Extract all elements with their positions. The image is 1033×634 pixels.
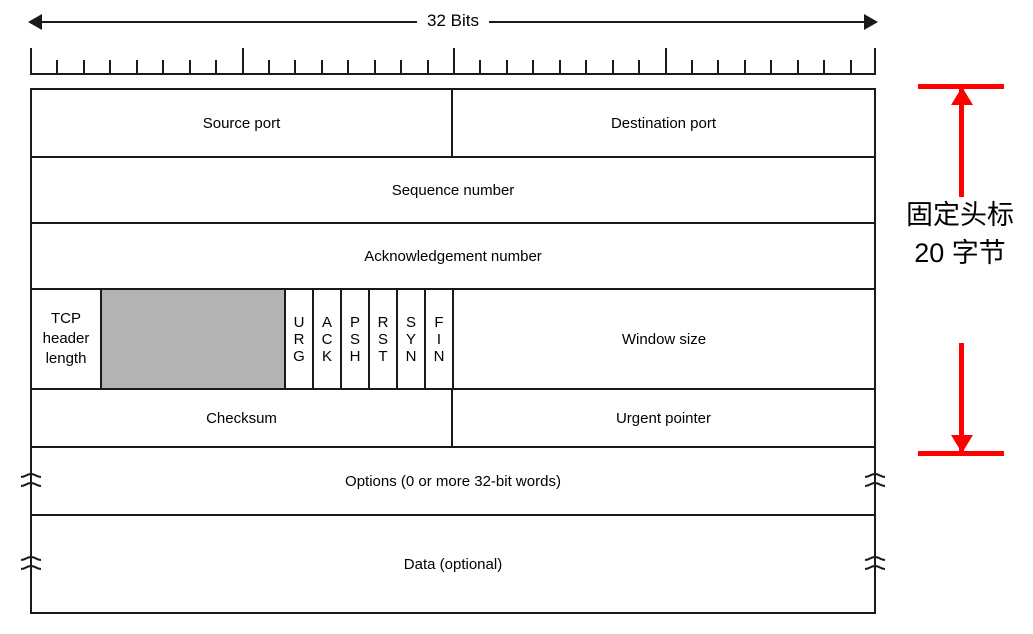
table-row-flags: TCP header length U R G A C K P S H R <box>32 290 874 390</box>
flag-rst-letter-3: T <box>378 347 388 365</box>
field-acknowledgement-number: Acknowledgement number <box>364 247 542 265</box>
bit-tick-9 <box>267 60 270 75</box>
bit-tick-29 <box>796 60 799 75</box>
flag-fin-letter-3: N <box>433 347 445 365</box>
bit-tick-6 <box>188 60 191 75</box>
bit-tick-32 <box>874 48 876 75</box>
annotation-lower-shaft <box>959 343 964 451</box>
bit-tick-30 <box>823 60 826 75</box>
flag-psh-letter-3: H <box>349 347 361 365</box>
bit-tick-25 <box>690 60 693 75</box>
bit-tick-11 <box>320 60 323 75</box>
flag-ack-letter-3: K <box>321 347 332 365</box>
bit-width-label: 32 Bits <box>417 11 489 31</box>
bit-tick-7 <box>215 60 218 75</box>
arrow-right-icon <box>864 14 878 30</box>
flag-urg-letter-2: R <box>293 330 305 348</box>
field-options: Options (0 or more 32-bit words) <box>345 472 561 490</box>
bit-tick-21 <box>585 60 588 75</box>
flag-syn-letter-2: Y <box>405 330 416 348</box>
bit-ruler <box>30 47 876 75</box>
field-destination-port: Destination port <box>610 114 717 132</box>
table-row-ports: Source port Destination port <box>32 90 874 158</box>
flag-ack-letter-1: A <box>321 313 332 331</box>
field-data: Data (optional) <box>403 555 503 573</box>
bit-tick-24 <box>664 48 667 75</box>
flag-syn: S Y N <box>398 290 426 388</box>
flag-rst-letter-2: S <box>377 330 388 348</box>
bit-tick-28 <box>770 60 773 75</box>
bit-width-indicator: 32 Bits <box>28 8 878 34</box>
bit-tick-12 <box>347 60 350 75</box>
bit-tick-13 <box>373 60 376 75</box>
annotation-top-bar <box>918 84 1004 89</box>
bit-tick-18 <box>505 60 508 75</box>
table-row-acknowledgement: Acknowledgement number <box>32 224 874 290</box>
arrow-left-icon <box>28 14 42 30</box>
flag-fin: F I N <box>426 290 454 388</box>
bit-tick-17 <box>479 60 482 75</box>
flag-fin-letter-2: I <box>436 330 442 348</box>
bit-tick-2 <box>82 60 85 75</box>
field-sequence-number: Sequence number <box>391 181 515 199</box>
bit-tick-15 <box>426 60 429 75</box>
flag-ack-letter-2: C <box>321 330 333 348</box>
annotation-upper-shaft <box>959 89 964 197</box>
bit-tick-4 <box>135 60 138 75</box>
bit-tick-31 <box>849 60 852 75</box>
bit-tick-5 <box>162 60 165 75</box>
flag-psh-letter-1: P <box>349 313 360 331</box>
fixed-header-annotation: 固定头标 20 字节 <box>900 84 1020 456</box>
flag-psh-letter-2: S <box>349 330 360 348</box>
annotation-label-line-1: 固定头标 <box>906 200 1014 230</box>
bit-tick-26 <box>717 60 720 75</box>
bit-tick-23 <box>638 60 641 75</box>
table-row-options: Options (0 or more 32-bit words) <box>20 448 886 516</box>
arrow-down-icon <box>951 435 973 453</box>
header-field-table: Source port Destination port Sequence nu… <box>20 88 886 614</box>
bit-tick-3 <box>109 60 112 75</box>
field-source-port: Source port <box>32 90 453 156</box>
flag-fin-letter-1: F <box>434 313 444 331</box>
flag-syn-letter-3: N <box>405 347 417 365</box>
bit-tick-22 <box>611 60 614 75</box>
flag-rst: R S T <box>370 290 398 388</box>
table-row-checksum: Checksum Urgent pointer <box>32 390 874 448</box>
field-reserved <box>102 290 286 388</box>
bit-tick-10 <box>294 60 297 75</box>
bit-tick-0 <box>30 48 32 75</box>
bit-tick-20 <box>558 60 561 75</box>
flag-rst-letter-1: R <box>377 313 389 331</box>
field-tcp-header-length: TCP header length <box>32 290 102 388</box>
flag-urg-letter-3: G <box>293 347 305 365</box>
table-row-data: Data (optional) <box>20 516 886 612</box>
bit-tick-1 <box>56 60 59 75</box>
tcp-header-length-line-2: header <box>42 330 90 347</box>
flag-urg: U R G <box>286 290 314 388</box>
flag-urg-letter-1: U <box>293 313 305 331</box>
tcp-header-length-line-1: TCP <box>51 310 81 327</box>
field-urgent-pointer: Urgent pointer <box>615 409 712 427</box>
annotation-label: 固定头标 20 字节 <box>900 196 1020 272</box>
tcp-header-length-line-3: length <box>45 350 87 367</box>
bit-tick-14 <box>400 60 403 75</box>
bit-tick-8 <box>241 48 244 75</box>
field-window-size: Window size <box>621 330 707 348</box>
annotation-label-line-2: 20 字节 <box>914 238 1006 268</box>
flag-ack: A C K <box>314 290 342 388</box>
bit-tick-27 <box>743 60 746 75</box>
table-row-sequence: Sequence number <box>32 158 874 224</box>
bit-tick-16 <box>453 48 455 75</box>
flag-psh: P S H <box>342 290 370 388</box>
field-checksum: Checksum <box>32 390 453 446</box>
bit-tick-19 <box>532 60 535 75</box>
annotation-bottom-bar <box>918 451 1004 456</box>
flag-syn-letter-1: S <box>405 313 416 331</box>
